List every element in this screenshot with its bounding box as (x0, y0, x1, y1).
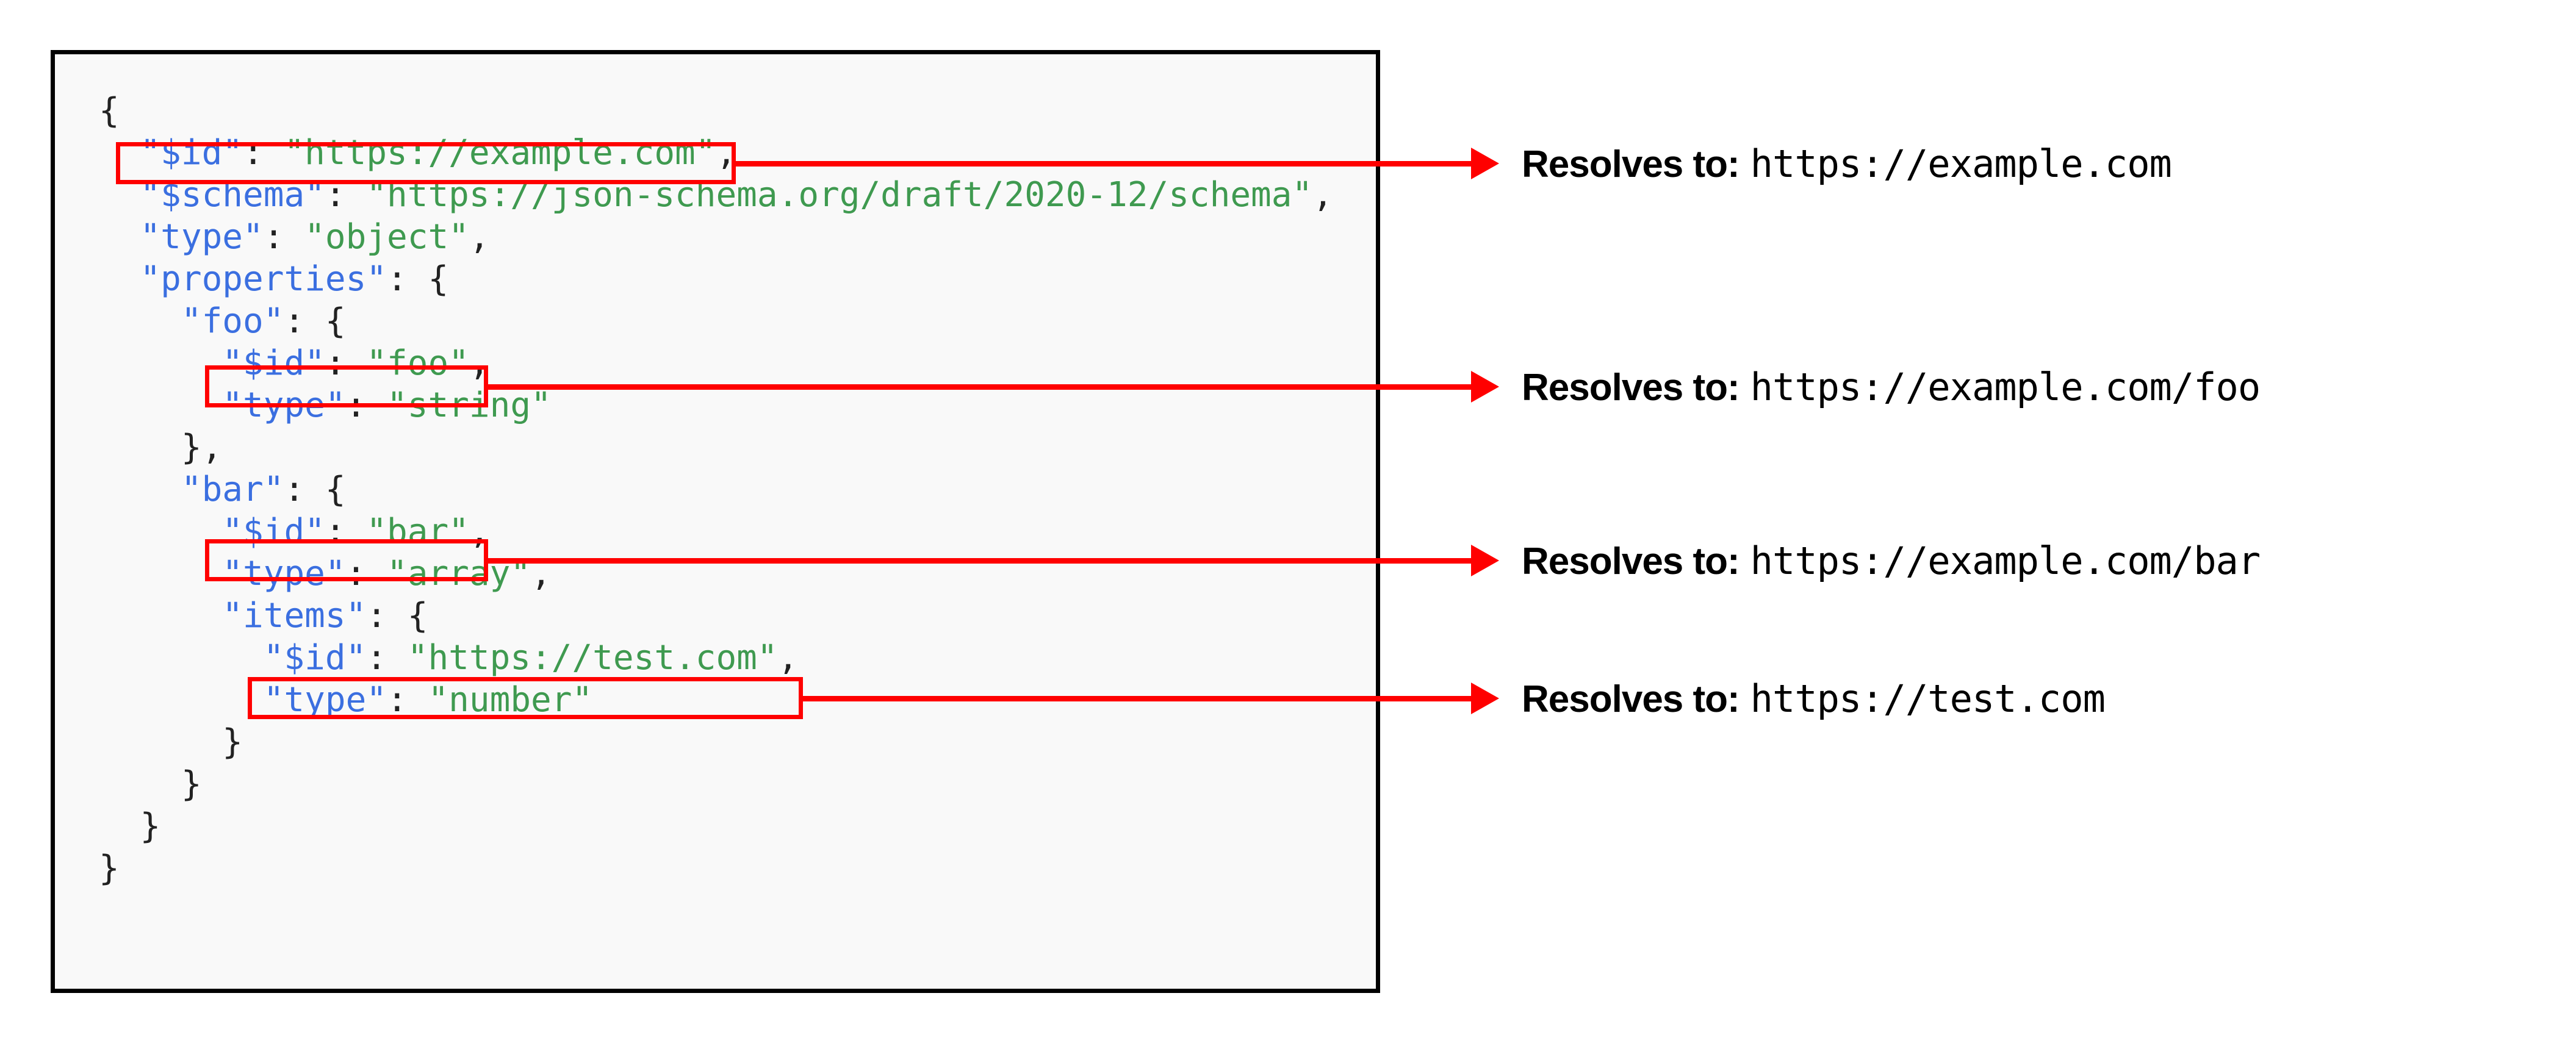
arrow-items-head-icon (1471, 683, 1499, 714)
code-token-punct: : { (284, 470, 346, 509)
code-token-punct: : { (366, 596, 428, 636)
code-token-str: "https://example.com" (284, 133, 716, 173)
code-token-punct: : (345, 385, 387, 425)
code-token-key: "$id" (222, 512, 325, 551)
code-token-str: "bar" (366, 512, 469, 551)
arrow-foo-line (488, 384, 1471, 390)
code-token-punct: { (99, 91, 120, 131)
code-token-str: "object" (304, 217, 469, 257)
json-code-block: { "$id": "https://example.com", "$schema… (99, 90, 1333, 889)
code-token-punct: } (222, 722, 243, 762)
resolves-items: Resolves to:https://test.com (1522, 676, 2106, 721)
code-token-punct: , (777, 638, 799, 678)
code-line: "$id": "https://example.com", (99, 132, 1333, 174)
code-token-punct: : (366, 638, 408, 678)
code-token-punct: : (243, 133, 284, 173)
code-line: { (99, 90, 1333, 132)
code-token-key: "foo" (181, 301, 284, 341)
code-token-punct: , (1312, 175, 1333, 215)
code-token-str: "string" (387, 385, 552, 425)
resolved-uri-value: https://example.com (1750, 142, 2172, 186)
code-token-punct: } (181, 764, 202, 804)
arrow-foo-head-icon (1471, 371, 1499, 403)
code-line: "type": "number" (99, 679, 1333, 721)
code-line: } (99, 805, 1333, 847)
code-token-punct: , (469, 217, 490, 257)
arrow-bar-line (488, 558, 1471, 564)
resolves-root: Resolves to:https://example.com (1522, 142, 2172, 186)
code-token-key: "properties" (140, 259, 387, 299)
arrow-root-head-icon (1471, 148, 1499, 179)
code-line: "items": { (99, 595, 1333, 637)
resolved-uri-value: https://example.com/bar (1750, 539, 2261, 583)
code-token-punct: : (325, 343, 367, 383)
code-line: "type": "string" (99, 384, 1333, 426)
code-line: "$schema": "https://json-schema.org/draf… (99, 174, 1333, 216)
code-token-punct: } (99, 848, 120, 888)
code-token-punct: : (263, 217, 305, 257)
code-line: } (99, 847, 1333, 889)
resolves-bar: Resolves to:https://example.com/bar (1522, 539, 2261, 583)
code-line: "foo": { (99, 300, 1333, 342)
code-line: "$id": "foo", (99, 342, 1333, 384)
resolves-to-label: Resolves to: (1522, 540, 1740, 582)
code-token-key: "$schema" (140, 175, 325, 215)
code-line: "properties": { (99, 258, 1333, 300)
code-line: "$id": "bar", (99, 511, 1333, 553)
code-line: "type": "object", (99, 216, 1333, 258)
code-token-punct: : { (284, 301, 346, 341)
code-line: "$id": "https://test.com", (99, 637, 1333, 679)
code-token-punct: }, (181, 428, 223, 467)
code-line: "bar": { (99, 468, 1333, 511)
code-token-str: "number" (428, 680, 593, 720)
code-token-key: "$id" (263, 638, 367, 678)
code-token-key: "$id" (222, 343, 325, 383)
code-token-punct: : (325, 512, 367, 551)
code-token-key: "bar" (181, 470, 284, 509)
code-token-punct: : (387, 680, 428, 720)
arrow-root-line (736, 161, 1471, 167)
code-token-punct: , (469, 343, 490, 383)
code-token-key: "type" (222, 385, 346, 425)
resolved-uri-value: https://test.com (1750, 676, 2106, 721)
code-line: } (99, 763, 1333, 805)
resolves-foo: Resolves to:https://example.com/foo (1522, 365, 2261, 409)
resolves-to-label: Resolves to: (1522, 678, 1740, 720)
code-token-punct: , (469, 512, 490, 551)
code-token-str: "https://json-schema.org/draft/2020-12/s… (366, 175, 1313, 215)
code-token-key: "type" (222, 554, 346, 593)
code-token-key: "$id" (140, 133, 243, 173)
code-token-punct: } (140, 806, 161, 846)
code-token-str: "foo" (366, 343, 469, 383)
code-token-punct: : { (387, 259, 449, 299)
code-token-key: "items" (222, 596, 367, 636)
code-token-str: "https://test.com" (407, 638, 778, 678)
resolves-to-label: Resolves to: (1522, 143, 1740, 185)
code-token-key: "type" (263, 680, 387, 720)
code-token-punct: , (716, 133, 737, 173)
resolved-uri-value: https://example.com/foo (1750, 365, 2261, 409)
arrow-bar-head-icon (1471, 545, 1499, 576)
code-token-punct: : (345, 554, 387, 593)
code-line: }, (99, 426, 1333, 468)
code-line: } (99, 721, 1333, 763)
resolves-to-label: Resolves to: (1522, 367, 1740, 409)
json-code-panel: { "$id": "https://example.com", "$schema… (51, 50, 1380, 993)
code-token-punct: : (325, 175, 367, 215)
arrow-items-line (803, 696, 1471, 701)
code-token-key: "type" (140, 217, 264, 257)
